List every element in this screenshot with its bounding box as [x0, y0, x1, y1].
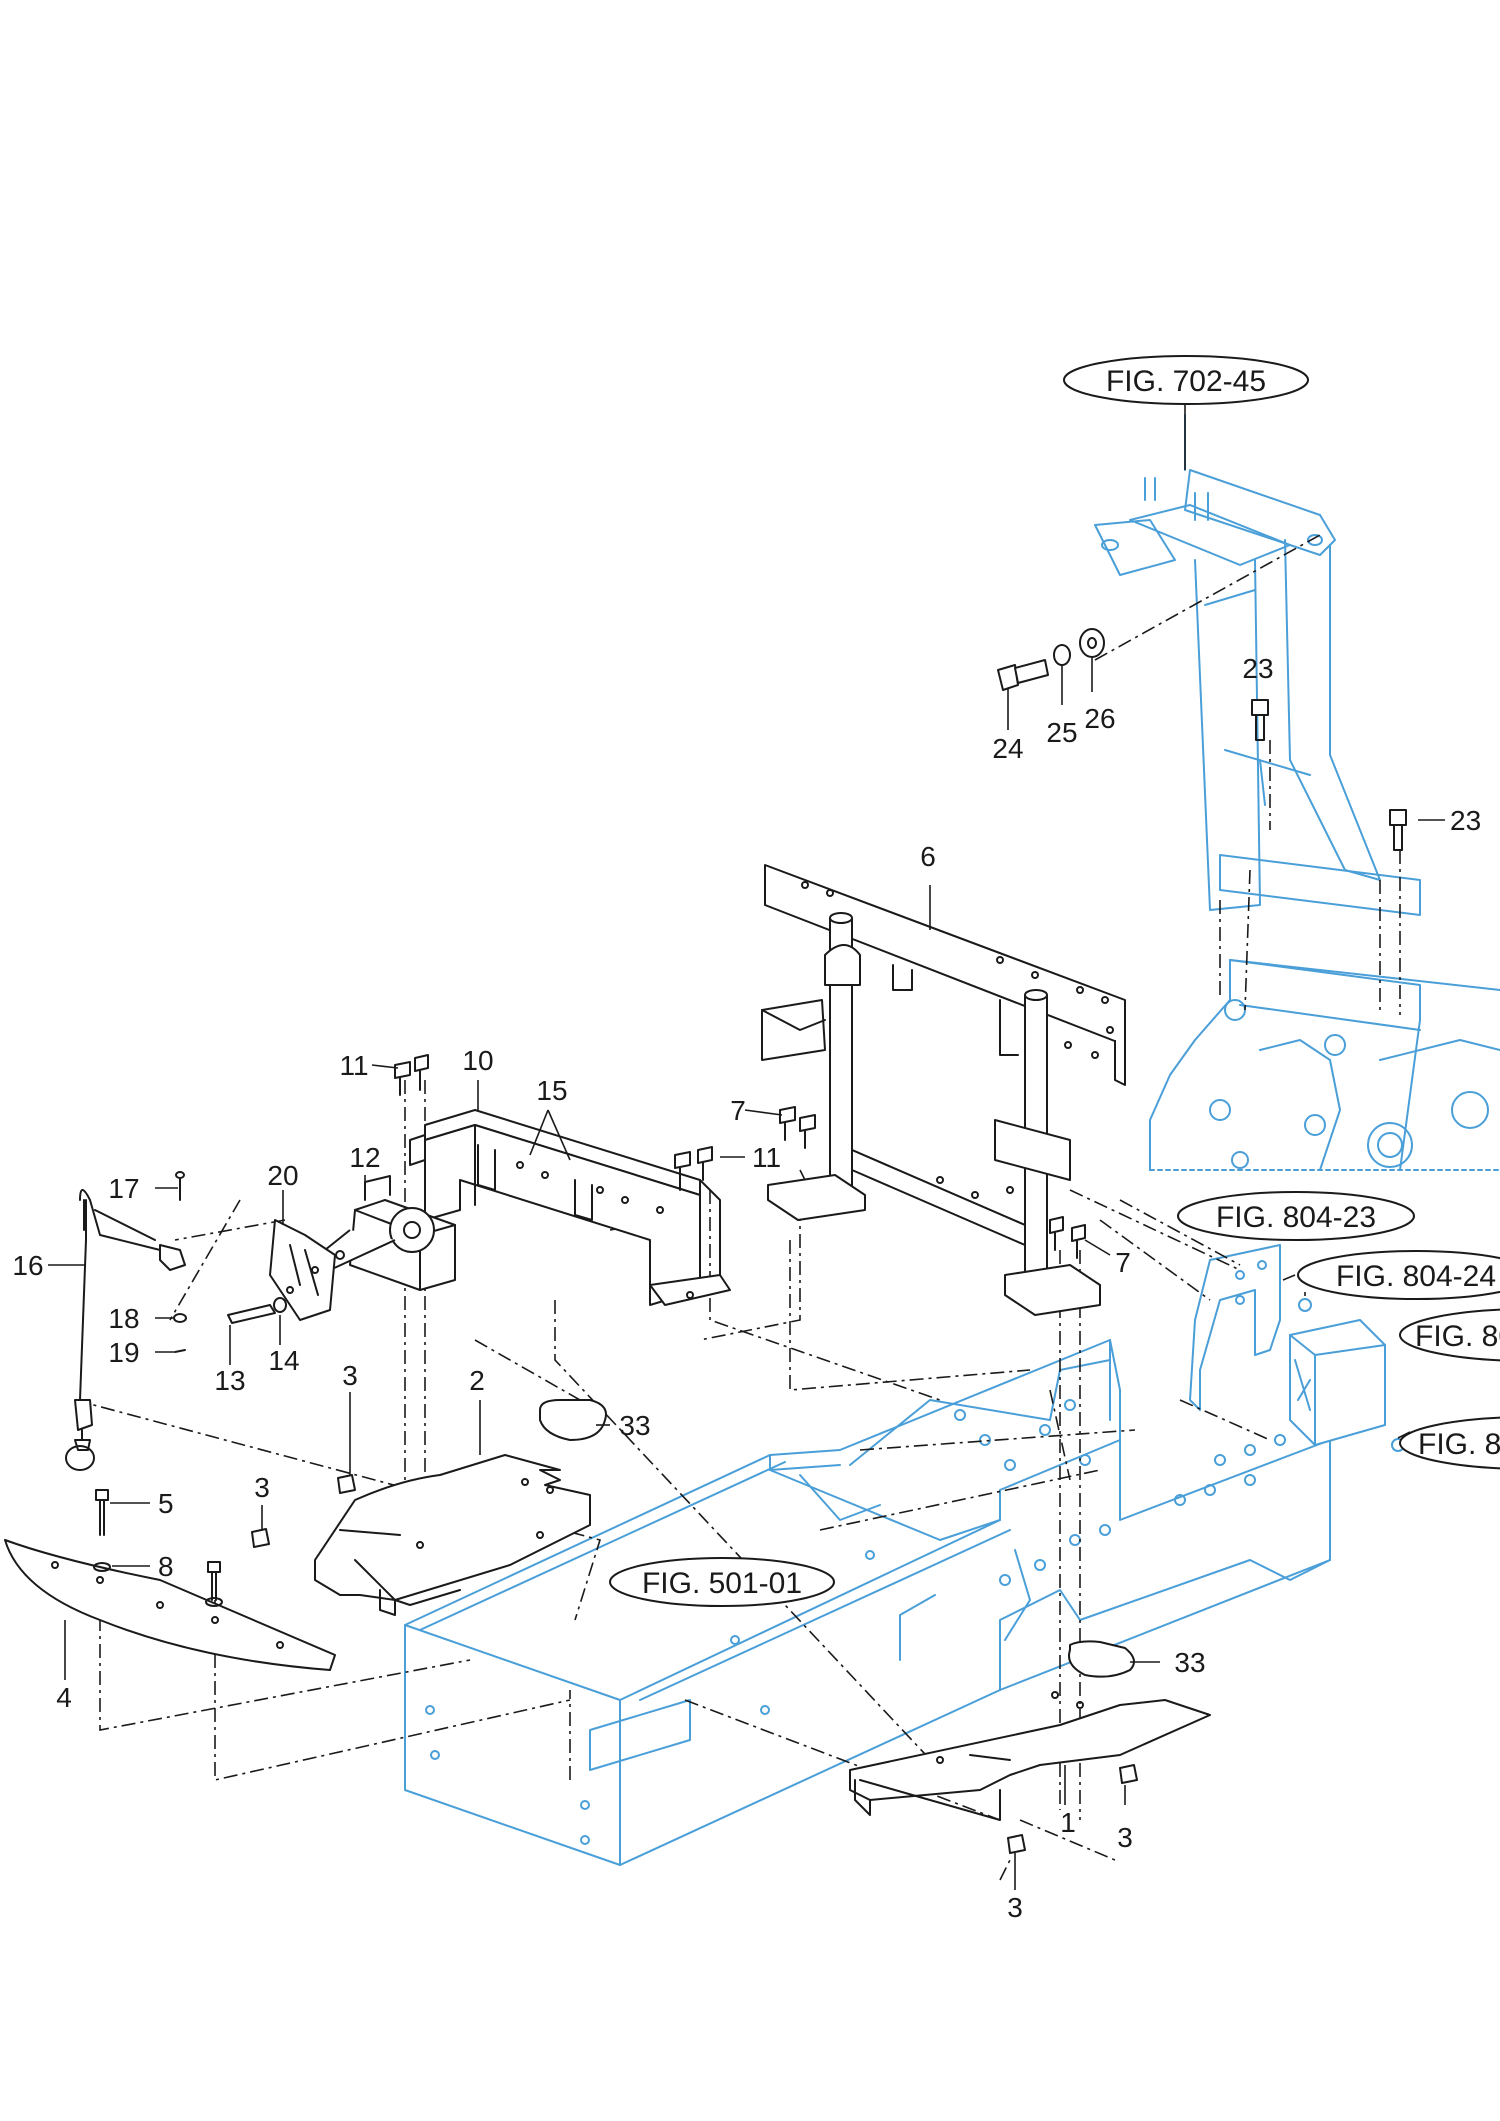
fig-ref-501-01[interactable]: FIG. 501-01	[609, 1557, 835, 1607]
callout-18: 18	[108, 1303, 139, 1334]
callout-12: 12	[349, 1142, 380, 1173]
fig-ref-804-24-label: FIG. 804-24	[1336, 1260, 1496, 1293]
callout-23-lower: 23	[1450, 805, 1481, 836]
callout-25: 25	[1046, 717, 1077, 748]
small-fasteners-left	[173, 1171, 287, 1353]
callout-24: 24	[992, 733, 1023, 764]
part-12-lever-bracket	[324, 1175, 456, 1291]
fig-ref-702-45[interactable]: FIG. 702-45	[1063, 355, 1309, 405]
callout-33-lower: 33	[1174, 1647, 1205, 1678]
callout-13: 13	[214, 1365, 245, 1396]
callout-20: 20	[267, 1160, 298, 1191]
upper-bracket-reference	[1094, 414, 1421, 916]
callout-3-right: 3	[1117, 1822, 1133, 1853]
fig-ref-501-01-label: FIG. 501-01	[642, 1567, 802, 1600]
fig-ref-702-45-label: FIG. 702-45	[1106, 365, 1266, 398]
callout-15: 15	[536, 1075, 567, 1106]
callout-33-upper: 33	[619, 1410, 650, 1441]
callout-11-left: 11	[339, 1050, 368, 1081]
callout-11-right: 11	[752, 1142, 781, 1173]
chassis-frame-reference	[404, 1339, 1331, 1866]
bolt-washers-24-26	[997, 628, 1105, 691]
callout-3-bottom: 3	[1007, 1892, 1023, 1923]
transmission-housing-reference	[1149, 959, 1500, 1171]
part-16-cable	[65, 1189, 186, 1471]
callout-1: 1	[1060, 1807, 1076, 1838]
part-4-front-plate	[4, 1539, 336, 1671]
fig-ref-804-23-label: FIG. 804-23	[1216, 1201, 1376, 1234]
part-1-floor-plate	[849, 1691, 1211, 1821]
callout-23-upper: 23	[1242, 653, 1273, 684]
callout-numbers: 23 23 24 25 26 6 11 10 15 7 11 12 20 17 …	[12, 653, 1481, 1923]
callout-19: 19	[108, 1337, 139, 1368]
fig-ref-8-partial[interactable]: FIG. 8	[1399, 1416, 1500, 1470]
part-20-plate	[269, 1219, 336, 1321]
callout-2: 2	[469, 1365, 485, 1396]
callout-5: 5	[158, 1488, 174, 1519]
callout-26: 26	[1084, 703, 1115, 734]
assembly-dash-lines	[74, 534, 1401, 1881]
callout-3-upper-left: 3	[342, 1360, 358, 1391]
fig-ref-8-partial-label: FIG. 8	[1418, 1428, 1500, 1461]
callout-16: 16	[12, 1250, 43, 1281]
part-2-floor-plate	[314, 1454, 591, 1616]
fasteners-misc	[93, 1054, 1138, 1854]
callout-7-upper: 7	[730, 1095, 746, 1126]
callout-7-lower: 7	[1115, 1247, 1131, 1278]
part-6-frame-stand	[761, 864, 1126, 1316]
fig-ref-80-partial[interactable]: FIG. 80	[1399, 1308, 1500, 1362]
callout-3-left: 3	[254, 1472, 270, 1503]
leader-lines	[48, 400, 1445, 1890]
callout-10: 10	[462, 1045, 493, 1076]
fig-ref-804-23[interactable]: FIG. 804-23	[1177, 1191, 1415, 1241]
bolts-23	[1251, 699, 1407, 851]
callout-4: 4	[56, 1682, 72, 1713]
fig-ref-80-partial-label: FIG. 80	[1415, 1320, 1500, 1353]
part-33-pads	[539, 1399, 1135, 1678]
callout-14: 14	[268, 1345, 299, 1376]
callout-6: 6	[920, 841, 936, 872]
side-bracket-reference	[1189, 1244, 1405, 1452]
fig-ref-804-24[interactable]: FIG. 804-24	[1297, 1250, 1500, 1300]
callout-17: 17	[108, 1173, 139, 1204]
part-10-frame-member	[409, 1109, 731, 1306]
callout-8: 8	[158, 1551, 174, 1582]
